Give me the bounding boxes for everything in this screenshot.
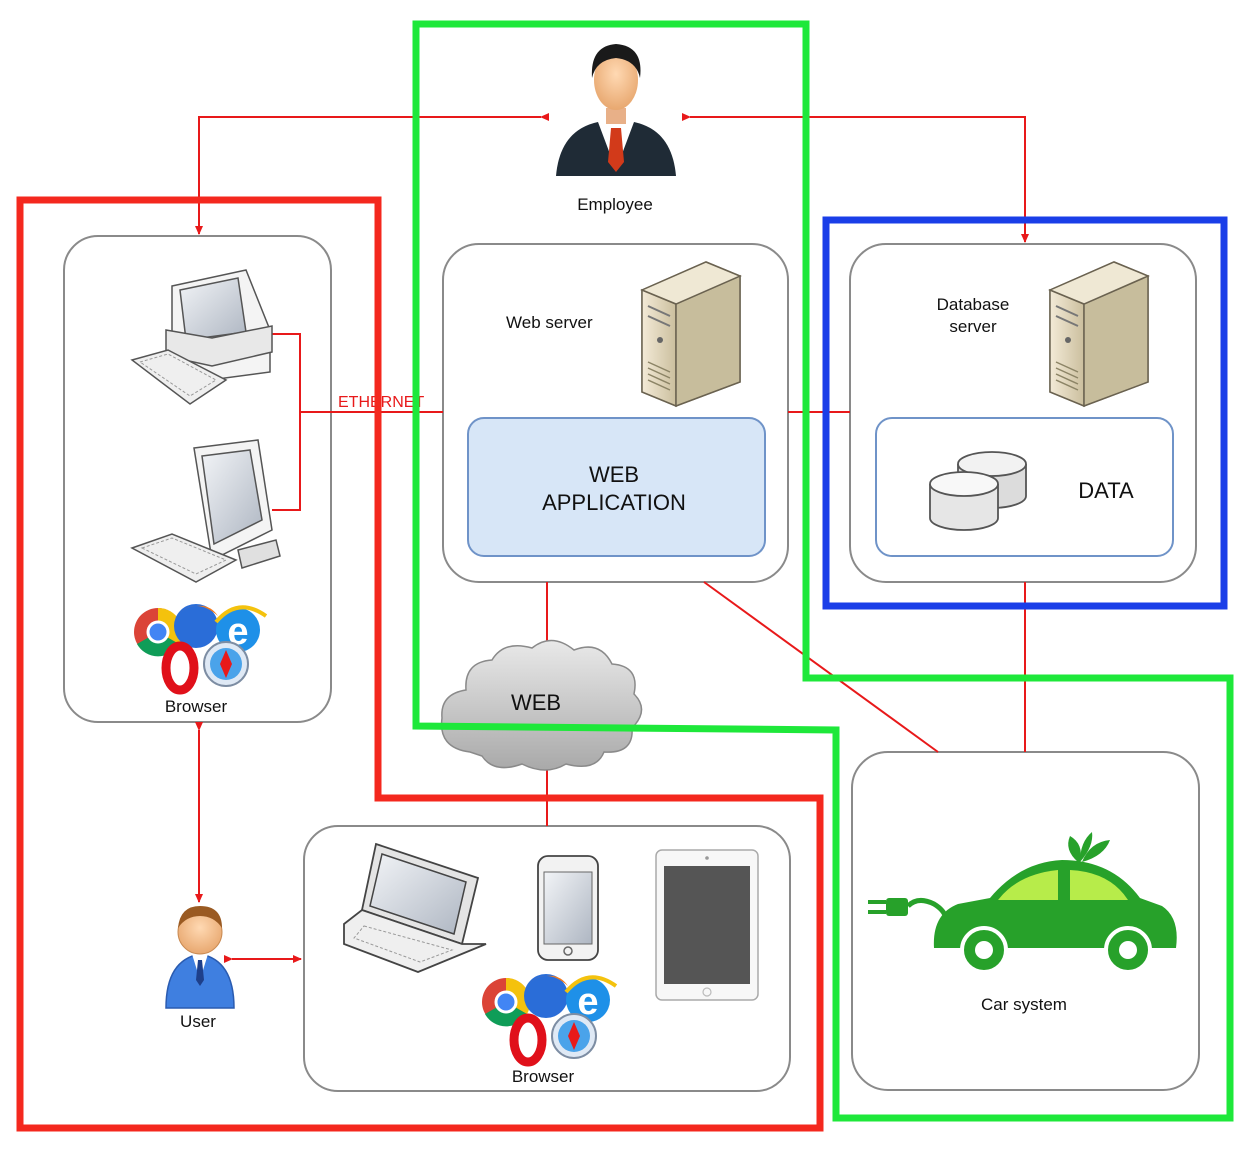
- desktop-computer-icon: [130, 439, 281, 583]
- cloud-icon: [440, 639, 643, 771]
- web-car-line: [703, 581, 939, 753]
- smartphone-icon: [537, 855, 599, 961]
- web-application-box: [467, 417, 766, 557]
- database-server-label-line1: Database: [937, 295, 1010, 314]
- employee-icon: [556, 44, 676, 176]
- web-application-label-line1: WEB: [589, 462, 639, 487]
- user-icon: [165, 906, 235, 1009]
- server-tower-icon: [1048, 261, 1150, 408]
- employee-db-arrow: [682, 113, 1029, 243]
- web-application-label-line2: APPLICATION: [542, 490, 686, 515]
- car-system-label: Car system: [981, 995, 1067, 1014]
- ethernet-bracket: [272, 333, 301, 511]
- laptop-icon: [343, 842, 487, 973]
- browser-bottom-label: Browser: [512, 1067, 575, 1086]
- database-cylinders-icon: [929, 451, 1027, 531]
- employee-left-arrow: [195, 113, 549, 235]
- database-server-label-line2: server: [949, 317, 997, 336]
- web-server-label: Web server: [506, 313, 593, 332]
- browser-logos-icon: e: [134, 604, 268, 695]
- server-tower-icon: [640, 261, 742, 408]
- employee-label: Employee: [577, 195, 653, 214]
- server-region-outline: [412, 20, 1234, 1122]
- browser-logos-icon: e: [482, 974, 618, 1067]
- tablet-icon: [655, 849, 759, 1001]
- web-cloud-label: WEB: [511, 690, 561, 715]
- browser-left-label: Browser: [165, 697, 228, 716]
- connectors: [195, 113, 1029, 963]
- user-label: User: [180, 1012, 216, 1031]
- client-region-outline: [16, 196, 824, 1132]
- electric-car-icon: [868, 832, 1177, 974]
- desktop-computer-icon: [130, 269, 273, 405]
- data-label: DATA: [1078, 478, 1134, 503]
- svg-text:e: e: [577, 981, 598, 1023]
- database-region-outline: [822, 216, 1228, 610]
